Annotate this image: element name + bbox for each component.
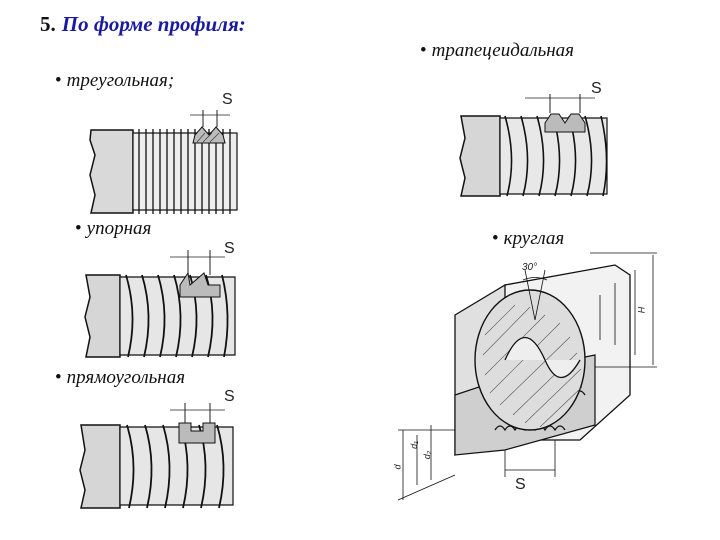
bullet-triangular: треугольная; xyxy=(55,70,175,92)
section-title: По форме профиля: xyxy=(61,12,246,36)
section-heading: 5.По форме профиля: xyxy=(40,12,246,37)
pitch-label-buttress: S xyxy=(224,240,235,257)
section-number: 5. xyxy=(40,12,56,36)
triangular-thread-figure xyxy=(89,110,238,214)
pitch-label-rectangular: S xyxy=(224,388,235,405)
rectangular-thread-figure xyxy=(79,403,234,509)
bullet-round: круглая xyxy=(492,228,565,250)
bullet-buttress: упорная xyxy=(75,218,152,240)
bullet-rectangular: прямоугольная xyxy=(55,367,185,389)
buttress-thread-figure xyxy=(84,250,236,358)
angle-label: 30° xyxy=(522,262,538,273)
pitch-label-round: S xyxy=(515,476,526,493)
bullet-trapezoidal: трапецеидальная xyxy=(420,40,574,62)
round-thread-figure xyxy=(397,252,657,501)
pitch-label-triangular: S xyxy=(222,91,233,108)
pitch-label-trapezoidal: S xyxy=(591,80,602,97)
trapezoidal-thread-figure xyxy=(459,94,608,197)
